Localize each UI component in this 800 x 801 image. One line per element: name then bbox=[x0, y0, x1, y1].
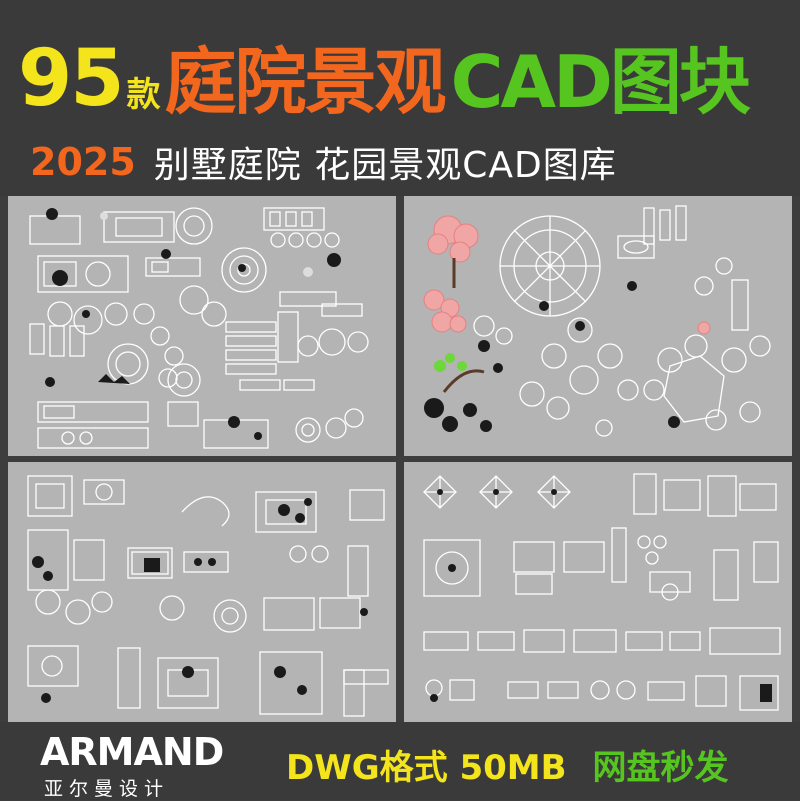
cad-drawing-4 bbox=[423, 473, 781, 711]
subtitle-row: 2025 别墅庭院 花园景观CAD图库 bbox=[30, 138, 617, 186]
cad-drawing-3 bbox=[27, 475, 389, 717]
subtitle-year: 2025 bbox=[30, 140, 136, 184]
brand-logo-subtitle: 亚尔曼设计 bbox=[44, 778, 170, 800]
count-unit: 款 bbox=[126, 75, 161, 115]
preview-grid bbox=[8, 196, 792, 722]
title-main: 庭院景观 bbox=[164, 40, 447, 124]
file-format-label: DWG格式 50MB bbox=[286, 748, 567, 788]
header-banner: 95 款 庭院景观 CAD图块 2025 别墅庭院 花园景观CAD图库 bbox=[0, 0, 800, 196]
title-cad: CAD图块 bbox=[450, 40, 751, 124]
subtitle-text: 别墅庭院 花园景观CAD图库 bbox=[153, 145, 617, 186]
footer-info: DWG格式 50MB 网盘秒发 bbox=[286, 740, 729, 789]
preview-panel-garden-layouts bbox=[8, 462, 396, 722]
footer-bar: ARMAND 亚尔曼设计 DWG格式 50MB 网盘秒发 bbox=[0, 722, 800, 800]
preview-panel-plants-trees bbox=[404, 196, 792, 456]
preview-panel-courtyard-plans bbox=[8, 196, 396, 456]
count-number: 95 bbox=[18, 34, 125, 124]
preview-panel-furniture bbox=[404, 462, 792, 722]
brand-logo: ARMAND 亚尔曼设计 bbox=[36, 730, 236, 800]
cad-drawing-2 bbox=[423, 205, 771, 437]
brand-logo-word: ARMAND bbox=[40, 730, 224, 774]
delivery-label: 网盘秒发 bbox=[592, 748, 729, 788]
title-row: 95 款 庭院景观 CAD图块 bbox=[18, 18, 751, 124]
cad-drawing-1 bbox=[29, 207, 369, 449]
